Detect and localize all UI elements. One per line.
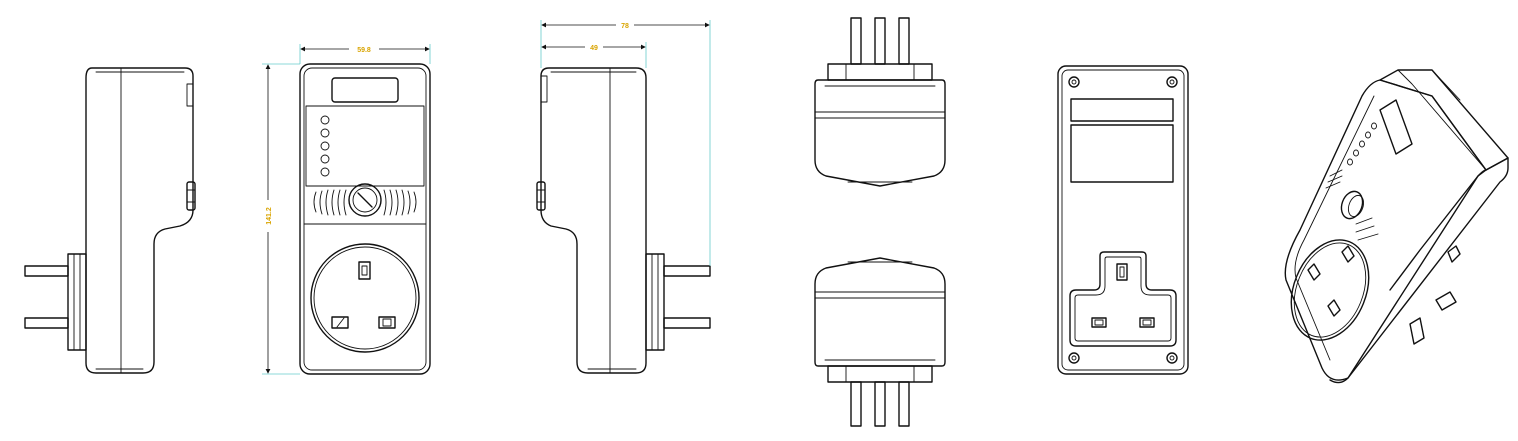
top-pin-2 bbox=[874, 17, 886, 65]
earth-slot bbox=[358, 261, 371, 280]
label-area-top bbox=[1070, 98, 1174, 122]
dimension-depth-total: 78 bbox=[540, 20, 711, 266]
iso-control-knob bbox=[1340, 190, 1365, 220]
side-body-outline bbox=[85, 67, 194, 374]
iso-pins bbox=[1409, 245, 1461, 345]
bottom-pin-1 bbox=[850, 381, 862, 427]
right-side-view: 78 49 bbox=[536, 20, 711, 374]
dimension-height-label: 141.2 bbox=[266, 207, 273, 225]
live-pin-right bbox=[663, 317, 711, 329]
neutral-slot bbox=[331, 316, 349, 329]
dimension-depth-total-label: 78 bbox=[621, 23, 629, 30]
side-tab bbox=[186, 83, 194, 107]
iso-front-face bbox=[1284, 79, 1487, 381]
bottom-pin-3 bbox=[898, 381, 910, 427]
uk-socket-face bbox=[310, 243, 420, 353]
bottom-pin-2 bbox=[874, 381, 886, 427]
earth-pin bbox=[24, 265, 69, 277]
left-side-view bbox=[24, 67, 196, 374]
iso-vent-grille bbox=[1325, 169, 1379, 241]
display-window bbox=[331, 77, 399, 103]
side-body-outline-right bbox=[540, 67, 647, 374]
bottom-view bbox=[814, 257, 946, 427]
control-knob bbox=[348, 183, 382, 217]
knob-side-right bbox=[536, 181, 546, 211]
pin-housing-right bbox=[645, 253, 665, 351]
pin-housing bbox=[67, 253, 87, 351]
front-view: 59.8 141.2 bbox=[262, 44, 431, 375]
back-socket-recess bbox=[1069, 251, 1177, 347]
live-slot bbox=[378, 316, 396, 329]
earth-pin-right bbox=[663, 265, 711, 277]
top-pin-1 bbox=[850, 17, 862, 65]
dimension-width: 59.8 bbox=[299, 44, 431, 64]
label-area-main bbox=[1070, 124, 1174, 183]
back-view bbox=[1057, 65, 1189, 375]
dimension-width-label: 59.8 bbox=[357, 47, 371, 54]
back-body-outline bbox=[1057, 65, 1189, 375]
screw-holes bbox=[1068, 76, 1178, 364]
led-indicators bbox=[320, 115, 330, 177]
vent-grille bbox=[313, 189, 417, 216]
dimension-depth-body: 49 bbox=[541, 42, 647, 68]
dimension-depth-body-label: 49 bbox=[590, 45, 598, 52]
top-pin-3 bbox=[898, 17, 910, 65]
knob-side bbox=[186, 181, 196, 211]
top-view bbox=[814, 17, 946, 187]
iso-socket-face bbox=[1290, 239, 1370, 341]
dimension-height: 141.2 bbox=[262, 63, 300, 375]
isometric-view bbox=[1284, 69, 1509, 384]
front-body-outline bbox=[299, 63, 431, 375]
iso-display-window bbox=[1379, 99, 1413, 155]
iso-led-indicators bbox=[1347, 122, 1377, 166]
live-pin bbox=[24, 317, 69, 329]
